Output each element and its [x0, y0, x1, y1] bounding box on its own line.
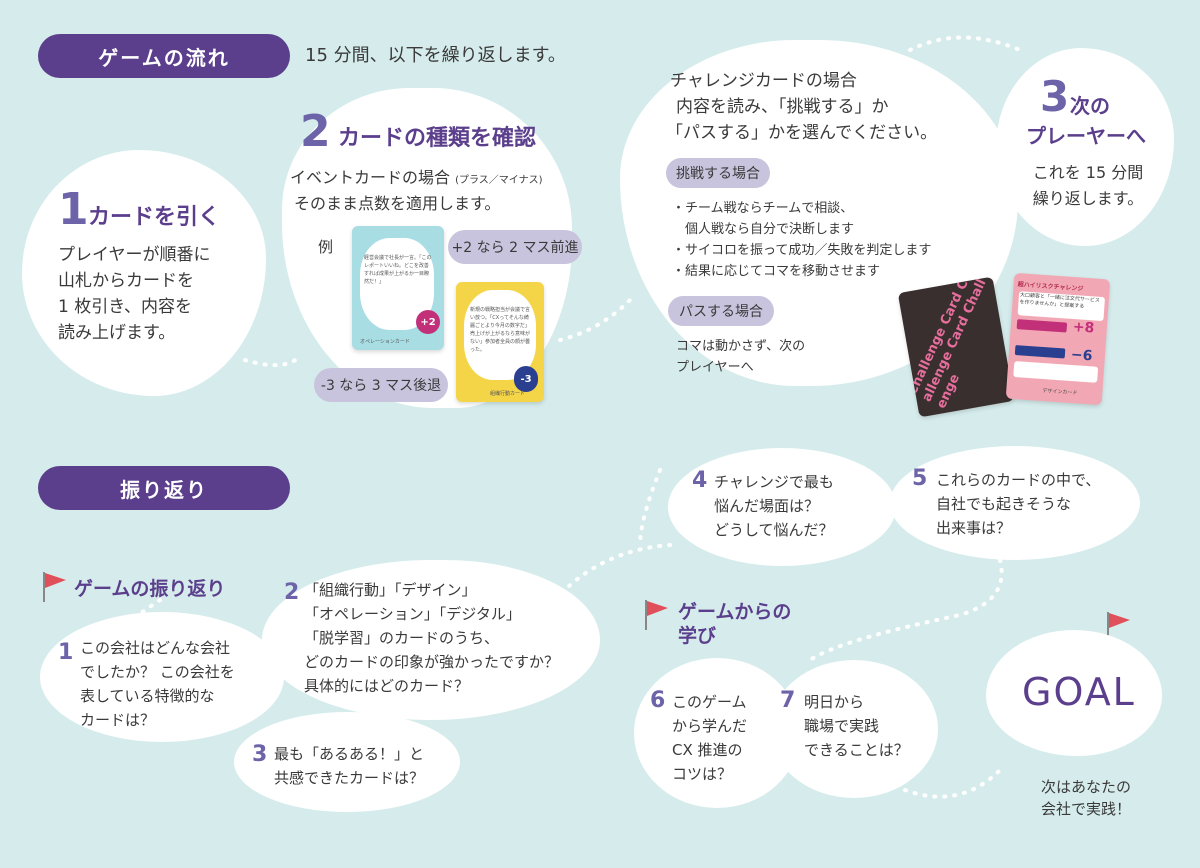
section-header-game-flow: ゲームの流れ: [38, 34, 290, 78]
q5-number: 5: [912, 466, 928, 491]
q4-text: チャレンジで最も 悩んだ場面は？ どうして悩んだ？: [714, 473, 834, 539]
step3-title-a: 次の: [1070, 94, 1110, 118]
challenge-card-pink-footer: デザインカード: [1042, 388, 1078, 397]
event-card-yellow: 新規の戦略担当が会議で言い放つ。「CXってそんな綺麗ごとより今月の数字だ」売上げ…: [456, 282, 544, 402]
challenge-card-pink-plus: +8: [1072, 319, 1095, 337]
challenge-bullets: ・チーム戦ならチームで相談、 個人戦なら自分で決断します ・サイコロを振って成功…: [672, 198, 931, 282]
q3-bubble: [234, 712, 460, 812]
q7-number: 7: [780, 688, 796, 713]
q4-number: 4: [692, 468, 708, 493]
section-header-review: 振り返り: [38, 466, 290, 510]
step1-body: プレイヤーが順番に 山札からカードを 1 枚引き、内容を 読み上げます。: [58, 245, 211, 343]
learning-title: ゲームからの 学び: [678, 601, 792, 647]
event-card-note: (プラス／マイナス): [455, 175, 543, 186]
example-label: 例: [318, 238, 334, 256]
tag-plus: +2 なら 2 マス前進: [448, 230, 582, 264]
event-card-label: イベントカードの場合: [290, 168, 451, 187]
step1-bubble: [22, 150, 266, 396]
challenge-card-pink-minus: −6: [1070, 346, 1093, 365]
step1-title: カードを引く: [88, 205, 221, 230]
challenge-bullet: ・チーム戦ならチームで相談、: [672, 201, 854, 216]
flag-icon: [43, 572, 66, 602]
event-card-body: そのまま点数を適用します。: [294, 194, 501, 213]
challenge-line2: 内容を読み、「挑戦する」か: [676, 97, 889, 117]
event-card-yellow-badge: -3: [514, 366, 538, 392]
step3-body: これを 15 分間 繰り返します。: [1032, 163, 1144, 208]
challenge-bullet: 個人戦なら自分で決断します: [672, 222, 855, 237]
q5-text: これらのカードの中で、 自社でも起きそうな 出来事は？: [936, 471, 1101, 537]
section-header-label: 振り返り: [120, 477, 208, 502]
game-review-title: ゲームの振り返り: [74, 578, 226, 600]
event-card-yellow-footer: 組織行動カード: [490, 391, 526, 397]
q1-text: この会社はどんな会社 でしたか？ この会社を 表している特徴的な カードは？: [80, 639, 235, 729]
q1-number: 1: [58, 640, 74, 665]
goal-subtitle: 次はあなたの 会社で実践！: [1040, 778, 1131, 818]
q7-text: 明日から 職場で実践 できることは？: [804, 693, 909, 759]
goal-bubble: [986, 630, 1162, 756]
step3-bubble: [996, 48, 1174, 246]
tag-challenge: 挑戦する場合: [666, 158, 770, 188]
event-card-yellow-text: 新規の戦略担当が会議で言い放つ。「CXってそんな綺麗ごとより今月の数字だ」売上げ…: [470, 307, 531, 353]
q6-number: 6: [650, 688, 666, 713]
challenge-bullet: ・結果に応じてコマを移動させます: [672, 264, 881, 279]
event-card-blue-badge: +2: [416, 310, 440, 334]
challenge-card-pink-text: 大口顧客と「一緒に注文代サービスを作りませんか」と提案する: [1017, 291, 1106, 322]
step2-title: カードの種類を確認: [338, 126, 537, 151]
event-card-blue-text: 経営会議で社長が一言。「このレポートいいね。どこを改善すれば成果が上がるか一目瞭…: [364, 255, 432, 285]
q2-number: 2: [284, 580, 300, 605]
event-card-blue: 経営会議で社長が一言。「このレポートいいね。どこを改善すれば成果が上がるか一目瞭…: [352, 226, 444, 350]
q3-number: 3: [252, 742, 268, 767]
step3-title-b: プレーヤーへ: [1026, 124, 1146, 148]
step3-number: 3: [1040, 72, 1070, 121]
q6-text: このゲーム から学んだ CX 推進の コツは？: [672, 693, 748, 783]
flow-subtitle: 15 分間、以下を繰り返します。: [305, 45, 566, 66]
q2-bubble: [262, 560, 600, 720]
challenge-card-pink: 超ハイリスクチャレンジ 大口顧客と「一緒に注文代サービスを作りませんか」と提案す…: [1005, 272, 1111, 406]
q4-bubble: [668, 448, 896, 566]
step2-number: 2: [300, 106, 331, 157]
section-header-label: ゲームの流れ: [98, 45, 230, 70]
tag-minus: -3 なら 3 マス後退: [314, 368, 448, 402]
q7-bubble: [770, 660, 938, 798]
step1-number: 1: [58, 184, 89, 235]
q3-text: 最も「あるある！」と 共感できたカードは？: [274, 745, 425, 787]
flag-icon: [645, 600, 668, 630]
goal-label: GOAL: [1022, 670, 1136, 714]
challenge-bullet: ・サイコロを振って成功／失敗を判定します: [672, 243, 932, 258]
tag-pass: パスする場合: [668, 296, 774, 326]
challenge-card-black-text: Challenge Card Challenge Card Challenge: [905, 276, 990, 411]
challenge-line3: 「パスする」かを選んでください。: [666, 123, 938, 143]
challenge-line1: チャレンジカードの場合: [670, 71, 857, 91]
q2-text: 「組織行動」「デザイン」 「オペレーション」「デジタル」 「脱学習」のカードのう…: [304, 581, 560, 695]
event-card-line: イベントカードの場合 (プラス／マイナス): [290, 164, 543, 188]
pass-body: コマは動かさず、次の プレイヤーへ: [676, 339, 806, 375]
q1-bubble: [40, 612, 284, 742]
event-card-blue-footer: オペレーションカード: [360, 339, 410, 345]
q5-bubble: [890, 446, 1140, 560]
